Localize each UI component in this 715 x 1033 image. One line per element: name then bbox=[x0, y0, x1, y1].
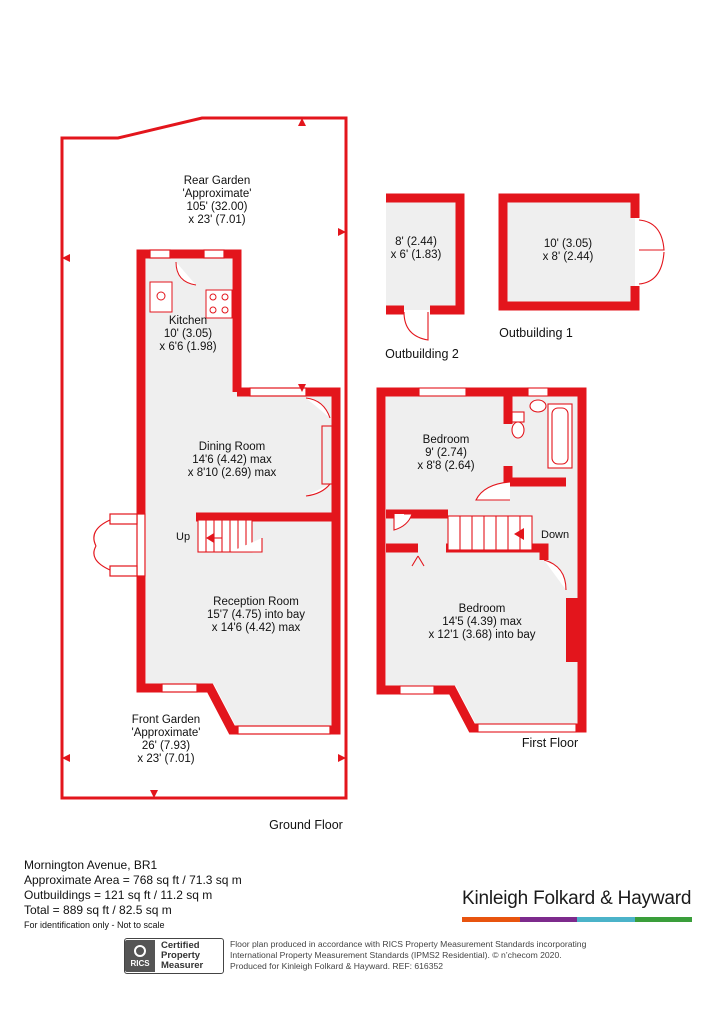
up-label: Up bbox=[176, 531, 190, 543]
outbuilding-2-title: Outbuilding 2 bbox=[385, 347, 459, 361]
rics-line-2: Property bbox=[161, 950, 201, 961]
bedroom-1-length: 9' (2.74) bbox=[425, 447, 467, 459]
rics-line-1: Certified bbox=[161, 940, 200, 951]
rear-garden-width: x 23' (7.01) bbox=[188, 214, 245, 226]
reception-length: 15'7 (4.75) into bay bbox=[207, 609, 305, 621]
color-bar-segment bbox=[634, 917, 692, 922]
agency-color-bar bbox=[462, 917, 692, 922]
rics-badge: RICS Certified Property Measurer bbox=[124, 938, 224, 974]
outbuilding-1-length: 10' (3.05) bbox=[544, 238, 592, 250]
outbuilding-1-title: Outbuilding 1 bbox=[499, 326, 573, 340]
outbuilding-1-width: x 8' (2.44) bbox=[543, 251, 594, 263]
front-garden-label: Front Garden bbox=[132, 714, 200, 726]
bedroom-1-width: x 8'8 (2.64) bbox=[417, 460, 474, 472]
dining-length: 14'6 (4.42) max bbox=[192, 454, 272, 466]
kitchen-length: 10' (3.05) bbox=[164, 328, 212, 340]
approximate-area: Approximate Area = 768 sq ft / 71.3 sq m bbox=[24, 873, 242, 887]
house-walls bbox=[136, 387, 341, 735]
disclaimer-line-3: Produced for Kinleigh Folkard & Hayward.… bbox=[230, 961, 444, 971]
first-floor-title: First Floor bbox=[522, 736, 578, 750]
rics-logo-icon: RICS bbox=[125, 940, 155, 972]
agency-logo: Kinleigh Folkard & Hayward bbox=[462, 888, 692, 909]
outbuilding-2 bbox=[386, 193, 465, 341]
rear-garden-length: 105' (32.00) bbox=[186, 201, 247, 213]
front-garden-length: 26' (7.93) bbox=[142, 740, 190, 752]
outbuildings-area: Outbuildings = 121 sq ft / 11.2 sq m bbox=[24, 888, 213, 902]
bedroom-2-length: 14'5 (4.39) max bbox=[442, 616, 522, 628]
bedroom-2-width: x 12'1 (3.68) into bay bbox=[428, 629, 535, 641]
main-floor bbox=[146, 392, 332, 730]
disclaimer-line-2: International Property Measurement Stand… bbox=[230, 950, 562, 960]
ground-floor-title: Ground Floor bbox=[269, 818, 343, 832]
room-labels: Rear Garden 'Approximate' 105' (32.00) x… bbox=[132, 175, 594, 832]
bedroom-1-label: Bedroom bbox=[423, 434, 470, 446]
disclaimer-line-1: Floor plan produced in accordance with R… bbox=[230, 939, 587, 949]
front-garden-width: x 23' (7.01) bbox=[137, 753, 194, 765]
measure-arrows bbox=[62, 118, 346, 798]
rear-garden-note: 'Approximate' bbox=[183, 188, 252, 200]
color-bar-segment bbox=[519, 917, 577, 922]
identification-note: For identification only - Not to scale bbox=[24, 920, 165, 930]
dining-label: Dining Room bbox=[199, 441, 265, 453]
dining-width: x 8'10 (2.69) max bbox=[188, 467, 277, 479]
color-bar-segment bbox=[577, 917, 635, 922]
bedroom-2-label: Bedroom bbox=[459, 603, 506, 615]
property-address: Mornington Avenue, BR1 bbox=[24, 858, 158, 872]
front-garden-note: 'Approximate' bbox=[132, 727, 201, 739]
down-arrow bbox=[514, 528, 524, 540]
color-bar-segment bbox=[462, 917, 520, 922]
outbuilding-2-length: 8' (2.44) bbox=[395, 236, 437, 248]
outbuilding-1 bbox=[498, 193, 665, 311]
up-arrow bbox=[206, 533, 214, 543]
ground-floor-plan bbox=[93, 249, 341, 735]
outbuilding-2-width: x 6' (1.83) bbox=[391, 249, 442, 261]
kitchen-label: Kitchen bbox=[169, 315, 207, 327]
rics-line-3: Measurer bbox=[161, 960, 204, 971]
rear-garden-label: Rear Garden bbox=[184, 175, 250, 187]
garden-boundary bbox=[60, 116, 348, 800]
disclaimer: Floor plan produced in accordance with R… bbox=[230, 939, 610, 972]
total-area: Total = 889 sq ft / 82.5 sq m bbox=[24, 903, 172, 917]
reception-width: x 14'6 (4.42) max bbox=[212, 622, 301, 634]
reception-label: Reception Room bbox=[213, 596, 299, 608]
kitchen-walls bbox=[136, 249, 242, 392]
property-info: Mornington Avenue, BR1 Approximate Area … bbox=[24, 858, 354, 932]
kitchen-width: x 6'6 (1.98) bbox=[159, 341, 216, 353]
down-label: Down bbox=[541, 529, 569, 541]
first-floor-plan bbox=[376, 387, 587, 733]
